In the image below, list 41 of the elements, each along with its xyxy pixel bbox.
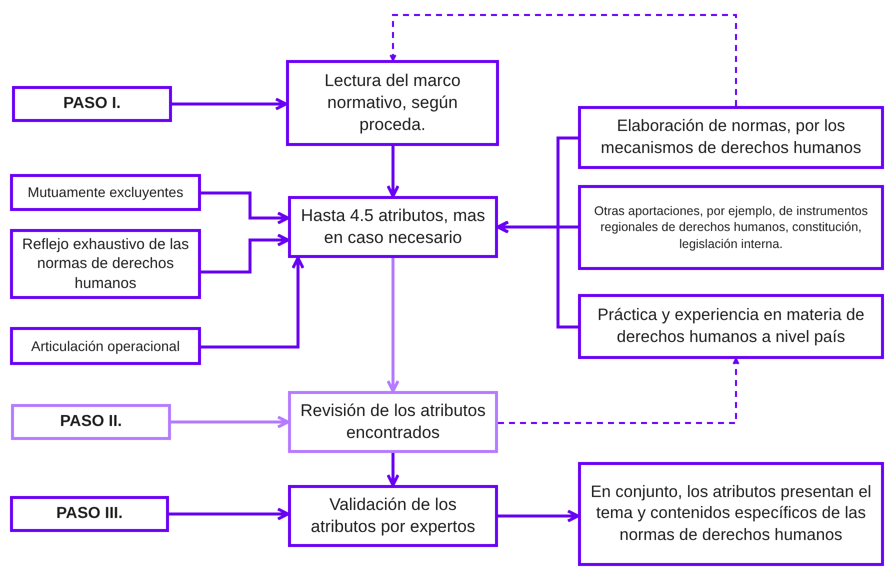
- arrow: [169, 508, 290, 520]
- dashed-arrow: [390, 14, 737, 106]
- process-box: [10, 327, 201, 365]
- process-box: [286, 60, 499, 146]
- arrow: [201, 256, 304, 348]
- box-text: Validación de los atributos por expertos: [310, 494, 476, 538]
- process-box: [578, 294, 884, 359]
- box-text: Otras aportaciones, por ejemplo, de instrumentos regionales de derechos humanos, constitución, legislación interna.: [593, 203, 869, 252]
- box-text: Articulación operacional: [31, 336, 180, 356]
- box-text: Elaboración de normas, por los mecanismos de derechos humanos: [600, 116, 862, 158]
- process-box: [578, 462, 884, 566]
- arrow: [171, 416, 290, 428]
- step-label: PASO III.: [56, 504, 123, 524]
- arrow: [496, 220, 578, 328]
- process-box: [288, 391, 498, 453]
- box-text: En conjunto, los atributos presentan el tema y contenidos específicos de las normas de derechos humanos: [590, 482, 872, 546]
- box-text: Hasta 4.5 atributos, mas en caso necesario: [300, 204, 486, 249]
- step-box: [12, 86, 172, 122]
- dashed-arrow: [498, 358, 740, 424]
- arrow: [201, 192, 290, 224]
- process-box: [288, 196, 498, 258]
- box-text: Reflejo exhaustivo de las normas de derechos humanos: [21, 234, 190, 294]
- process-box: [288, 485, 498, 547]
- box-text: Revisión de los atributos encontrados: [299, 400, 487, 444]
- step-label: PASO I.: [63, 94, 121, 114]
- arrow: [201, 234, 290, 274]
- process-box: [578, 106, 884, 169]
- arrow: [498, 510, 580, 522]
- step-box: [11, 404, 171, 440]
- arrow: [386, 258, 400, 392]
- step-box: [10, 496, 169, 532]
- box-text: Mutuamente excluyentes: [28, 183, 184, 202]
- arrow: [172, 98, 288, 110]
- arrow: [386, 453, 400, 486]
- box-text: Práctica y experiencia en materia de derechos humanos a nivel país: [596, 305, 866, 348]
- process-box: [578, 185, 884, 270]
- arrow: [386, 146, 400, 198]
- process-box: [10, 174, 201, 211]
- step-label: PASO II.: [60, 412, 122, 432]
- box-text: Lectura del marco normativo, según proceda.: [323, 70, 462, 136]
- process-box: [10, 229, 201, 299]
